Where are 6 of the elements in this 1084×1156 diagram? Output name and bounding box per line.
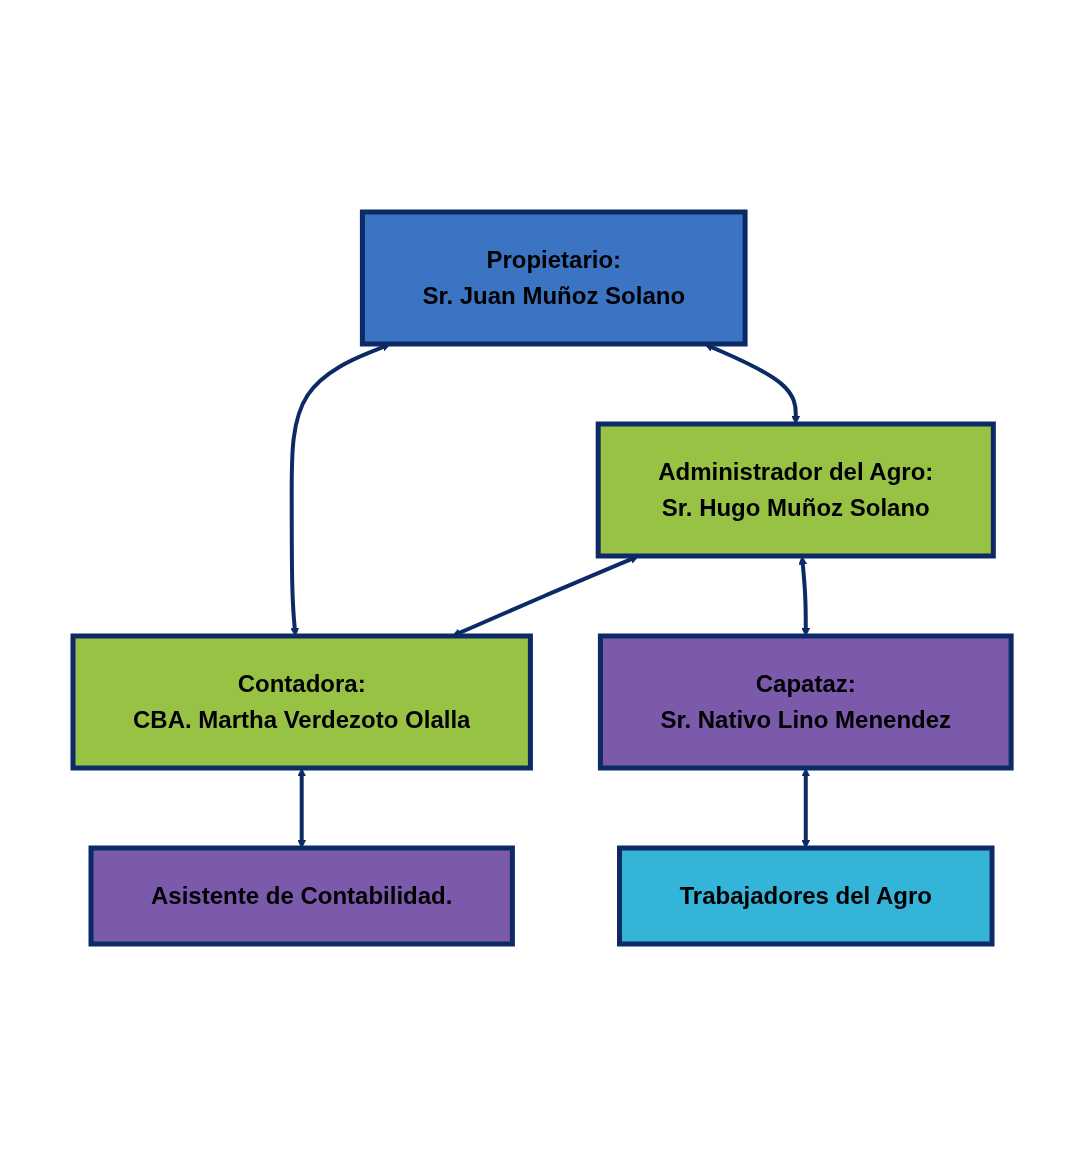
node-box: Administrador del Agro: Sr. Hugo Muñoz Solano xyxy=(595,421,996,559)
node-box: Contadora: CBA. Martha Verdezoto Olalla xyxy=(70,633,533,771)
node-box: Propietario: Sr. Juan Muñoz Solano xyxy=(359,209,748,347)
node-box: Trabajadores del Agro xyxy=(616,845,995,947)
node-box: Asistente de Contabilidad. xyxy=(88,845,515,947)
node-box: Capataz: Sr. Nativo Lino Menendez xyxy=(597,633,1014,771)
